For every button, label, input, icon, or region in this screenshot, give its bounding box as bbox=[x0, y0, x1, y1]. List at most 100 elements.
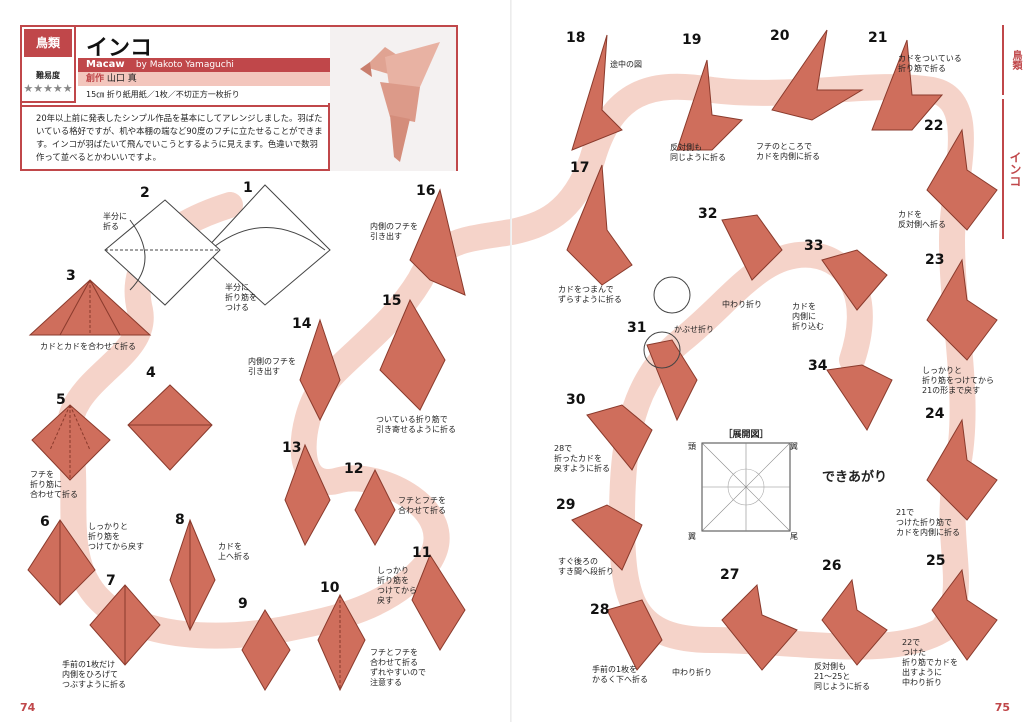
finished-label: できあがり bbox=[822, 470, 888, 485]
step-number: 20 bbox=[770, 28, 790, 44]
step-number: 7 bbox=[106, 573, 116, 589]
description-text: 20年以上前に発表したシンプル作品を基本にしてアレンジしました。羽ばたいている格… bbox=[36, 113, 323, 162]
cp-label-tail: 尾 bbox=[790, 532, 798, 541]
step-number: 27 bbox=[720, 567, 740, 583]
byline: by Makoto Yamaguchi bbox=[135, 60, 234, 70]
step-number: 18 bbox=[566, 30, 586, 46]
step-note: 28で折ったカドを戻すように折る bbox=[554, 444, 610, 473]
step-note: ついている折り筋で引き寄せるように折る bbox=[376, 415, 456, 434]
step-number: 13 bbox=[282, 440, 302, 456]
step-note: カドをついている折り筋で折る bbox=[898, 54, 962, 73]
section-side-tab: 鳥類 インコ bbox=[998, 25, 1024, 239]
step-number: 34 bbox=[808, 358, 828, 374]
step-number: 21 bbox=[868, 30, 888, 46]
step-number: 16 bbox=[416, 183, 436, 199]
step-number: 33 bbox=[804, 238, 824, 254]
step-note: 手前の1枚だけ内側をひろげてつぶすように折る bbox=[62, 660, 126, 689]
step-note: フチとフチを合わせて折る bbox=[398, 496, 446, 515]
step-note: カドを上へ折る bbox=[218, 542, 250, 561]
cp-label-wing: 翼 bbox=[688, 532, 696, 541]
side-tab-title: インコ bbox=[1002, 99, 1024, 239]
step-number: 10 bbox=[320, 580, 340, 596]
category-tag: 鳥類 難易度 ★★★★★ bbox=[20, 25, 76, 103]
step-number: 25 bbox=[926, 553, 946, 569]
step-note: 内側のフチを引き出す bbox=[370, 222, 418, 241]
step-number: 3 bbox=[66, 268, 76, 284]
step-note: 中わり折り bbox=[722, 300, 762, 309]
step-note: すぐ後ろのすき間へ段折り bbox=[558, 557, 614, 576]
step-number: 1 bbox=[243, 180, 253, 196]
step-note: フチとフチを合わせて折るずれやすいので注意する bbox=[370, 648, 426, 687]
difficulty-stars: ★★★★★ bbox=[23, 82, 73, 95]
step-note: 途中の図 bbox=[610, 60, 642, 69]
step-number: 26 bbox=[822, 558, 842, 574]
page-title: インコ bbox=[86, 36, 153, 61]
paper-info-bar: 15㎝ 折り紙用紙／1枚／不切正方一枚折り bbox=[78, 88, 330, 102]
step-number: 9 bbox=[238, 596, 248, 612]
flow-path-left bbox=[56, 192, 512, 649]
step-number: 2 bbox=[140, 185, 150, 201]
step-number: 19 bbox=[682, 32, 702, 48]
step-note: 半分に折る bbox=[103, 212, 127, 231]
step-note: 内側のフチを引き出す bbox=[248, 357, 296, 376]
step-number: 24 bbox=[925, 406, 945, 422]
step-number: 11 bbox=[412, 545, 432, 561]
crease-pattern: ［展開図］ 頭 翼 翼 尾 bbox=[688, 427, 798, 551]
cp-label-wing: 翼 bbox=[790, 442, 798, 451]
step-note: カドをつまんでずらすように折る bbox=[558, 285, 622, 304]
step-number: 30 bbox=[566, 392, 586, 408]
step-note: カドとカドを合わせて折る bbox=[40, 342, 136, 351]
step-number: 29 bbox=[556, 497, 576, 513]
step-number: 8 bbox=[175, 512, 185, 528]
english-title-bar: Macaw by Makoto Yamaguchi bbox=[78, 58, 330, 72]
difficulty-label: 難易度 bbox=[36, 71, 60, 80]
step-number: 15 bbox=[382, 293, 402, 309]
right-page: 鳥類 インコ 18 途中の図 19 反対側も同じよう bbox=[512, 0, 1024, 722]
step-note: カドを反対側へ折る bbox=[898, 210, 946, 229]
step-number: 31 bbox=[627, 320, 647, 336]
step-note: フチのところでカドを内側に折る bbox=[756, 142, 820, 161]
step-number: 23 bbox=[925, 252, 945, 268]
step-note: しっかりと折り筋をつけてから戻す bbox=[88, 522, 144, 551]
creator-name: 山口 真 bbox=[106, 74, 137, 84]
step-number: 14 bbox=[292, 316, 312, 332]
creator-bar: 創作 山口 真 bbox=[78, 72, 330, 86]
flow-path-right bbox=[512, 73, 976, 660]
step-number: 32 bbox=[698, 206, 718, 222]
macaw-photo-icon bbox=[330, 27, 456, 171]
step-note: 半分に折り筋をつける bbox=[225, 283, 257, 312]
step-note: 22でつけた折り筋でカドを出すように中わり折り bbox=[902, 638, 958, 687]
paper-info: 15㎝ 折り紙用紙／1枚／不切正方一枚折り bbox=[86, 90, 240, 99]
step-number: 28 bbox=[590, 602, 610, 618]
step-number: 6 bbox=[40, 514, 50, 530]
step-number: 12 bbox=[344, 461, 364, 477]
page-number-left: 74 bbox=[20, 701, 36, 714]
step-number: 17 bbox=[570, 160, 590, 176]
description-box bbox=[20, 103, 330, 171]
cp-label-head: 頭 bbox=[688, 442, 696, 451]
step-number: 22 bbox=[924, 118, 944, 134]
step-note: 手前の1枚をかるく下へ折る bbox=[592, 665, 648, 684]
crease-pattern-diagram bbox=[701, 442, 791, 532]
step-note: しっかり折り筋をつけてから戻す bbox=[377, 566, 417, 605]
step-note: カドを内側に折り込む bbox=[792, 302, 824, 331]
english-title: Macaw bbox=[86, 59, 125, 70]
step-note: 21でつけた折り筋でカドを内側に折る bbox=[896, 508, 960, 537]
step-note: 中わり折り bbox=[672, 668, 712, 677]
step-note: フチを折り筋に合わせて折る bbox=[30, 470, 78, 499]
category-label: 鳥類 bbox=[24, 29, 72, 57]
step-note: 反対側も同じように折る bbox=[670, 143, 726, 162]
step-number: 4 bbox=[146, 365, 156, 381]
step-number: 5 bbox=[56, 392, 66, 408]
creator-label: 創作 bbox=[86, 74, 105, 84]
side-tab-category: 鳥類 bbox=[1002, 25, 1024, 95]
page-number-right: 75 bbox=[994, 701, 1010, 714]
left-page: 鳥類 難易度 ★★★★★ インコ Macaw by Makoto Yamaguc… bbox=[20, 25, 512, 714]
step-note: かぶせ折り bbox=[674, 325, 714, 334]
step-diagrams-right bbox=[566, 29, 998, 671]
finished-model-photo bbox=[330, 25, 458, 171]
crease-pattern-title: ［展開図］ bbox=[723, 430, 769, 440]
step-diagrams-left bbox=[27, 184, 466, 692]
